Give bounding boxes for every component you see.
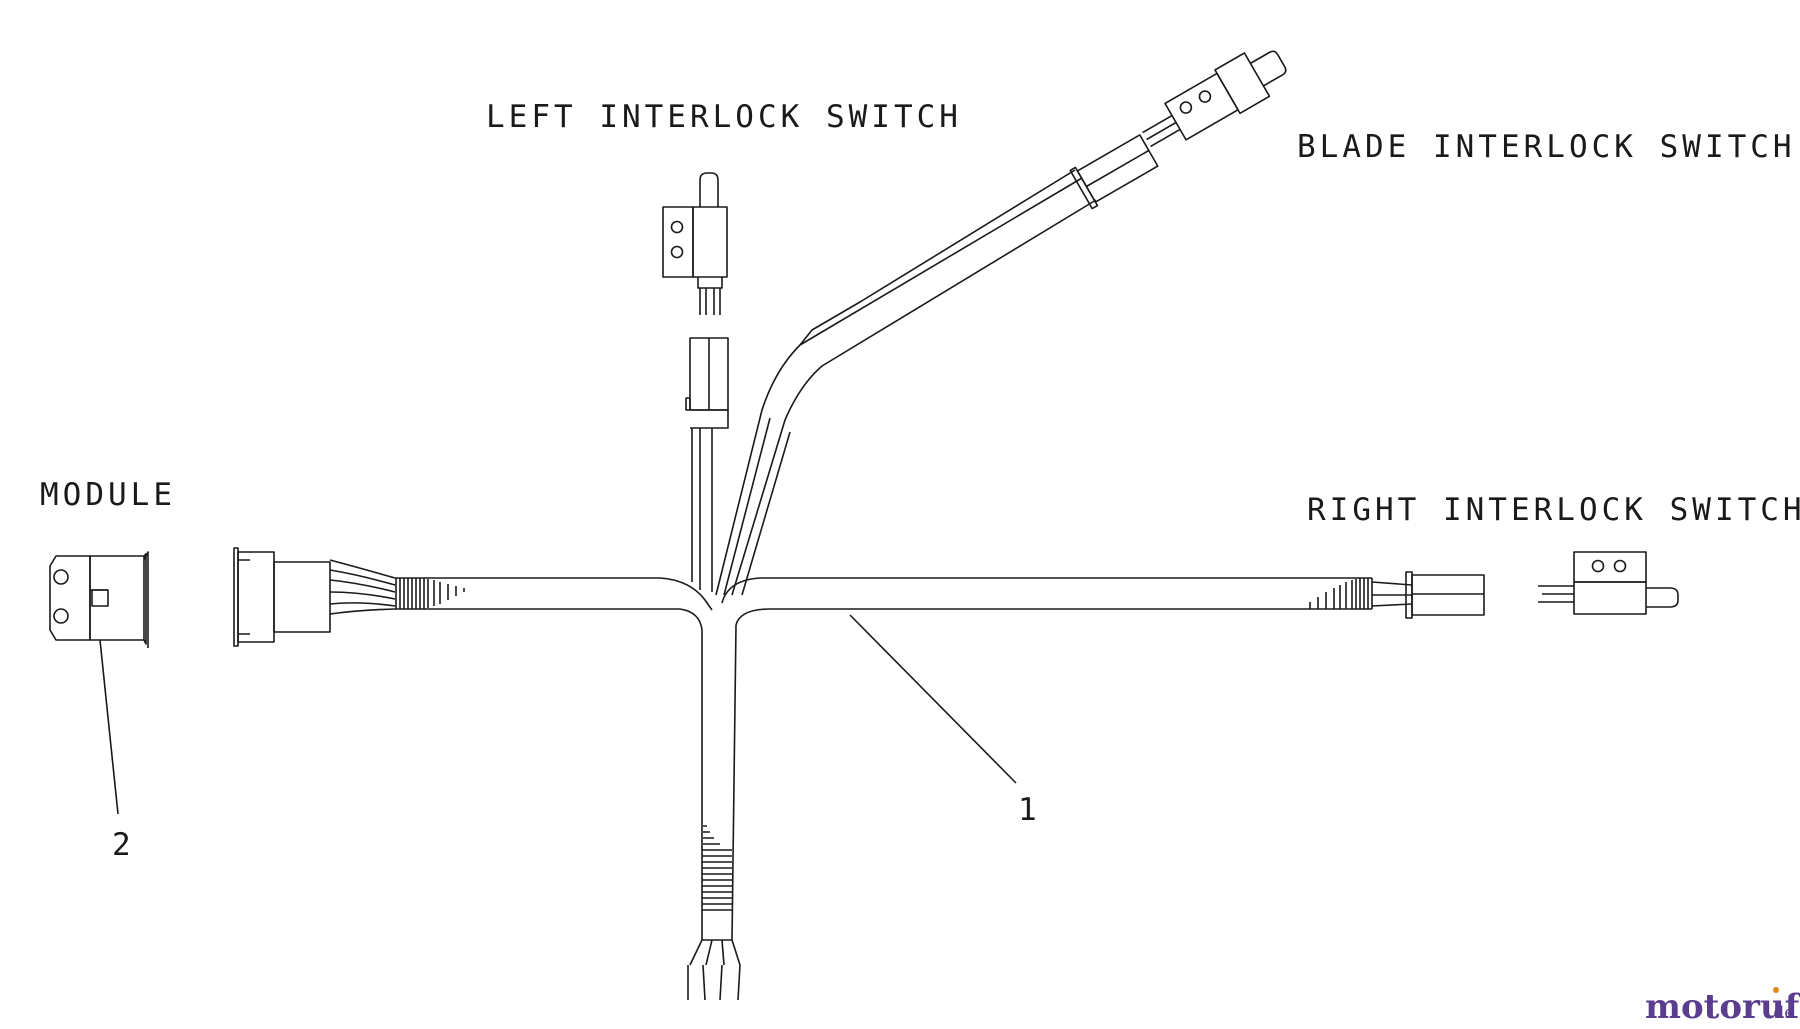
bottom-taping xyxy=(702,825,732,911)
right-interlock-switch xyxy=(1538,551,1679,615)
callout-2: 2 xyxy=(112,827,131,863)
left-interlock-switch-label: LEFT INTERLOCK SWITCH xyxy=(486,99,962,135)
watermark-tld: .de xyxy=(1768,1003,1794,1023)
left-switch-connector xyxy=(685,337,729,429)
module-label: MODULE xyxy=(40,477,176,513)
right-taping xyxy=(1309,578,1373,609)
watermark-dot xyxy=(1773,987,1779,993)
right-interlock-connector xyxy=(1405,571,1485,619)
watermark-logo: motoruf .de xyxy=(1645,987,1800,1027)
watermark-brand: motoruf xyxy=(1645,987,1800,1027)
right-interlock-switch-label: RIGHT INTERLOCK SWITCH xyxy=(1307,492,1800,528)
blade-interlock-switch xyxy=(1142,50,1287,148)
blade-switch-connector xyxy=(1069,134,1159,210)
left-taping xyxy=(395,578,465,609)
callout-1-leader xyxy=(849,614,1017,784)
blade-interlock-switch-label: BLADE INTERLOCK SWITCH xyxy=(1297,129,1796,165)
left-interlock-switch xyxy=(662,172,728,315)
module xyxy=(49,551,149,648)
callout-2-leader xyxy=(99,639,119,815)
module-harness-connector xyxy=(233,547,331,647)
main-harness xyxy=(329,169,1413,1001)
callout-1: 1 xyxy=(1018,792,1037,828)
